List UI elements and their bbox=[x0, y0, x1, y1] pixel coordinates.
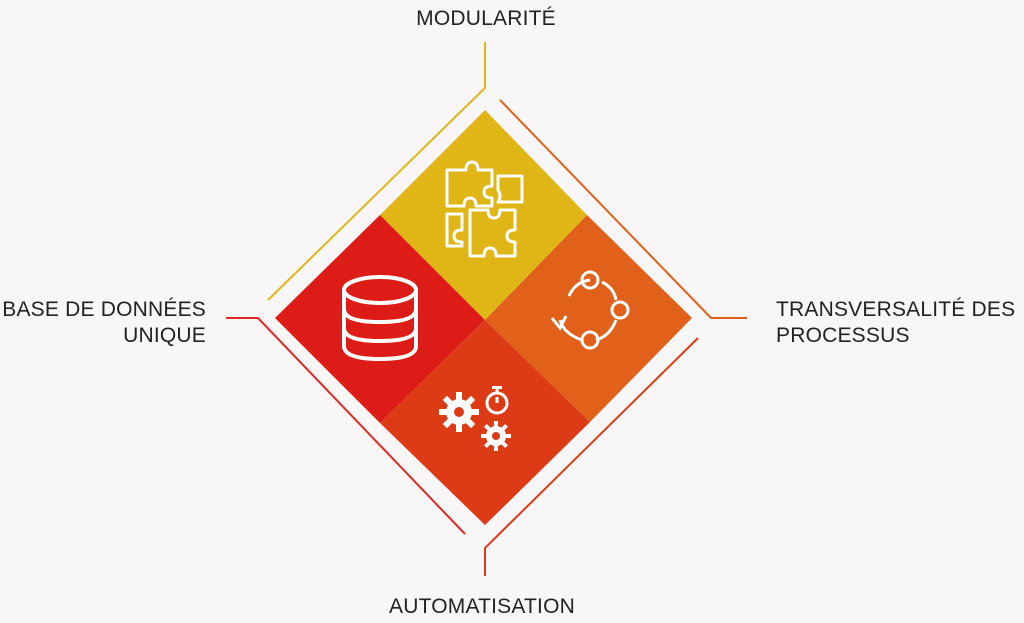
cycle-process-icon bbox=[550, 270, 630, 350]
puzzle-icon bbox=[445, 160, 524, 258]
label-automatisation-text: AUTOMATISATION bbox=[389, 595, 575, 618]
label-transversalite-line2: PROCESSUS bbox=[776, 324, 910, 347]
label-modularite: MODULARITÉ bbox=[386, 6, 586, 32]
label-modularite-text: MODULARITÉ bbox=[416, 7, 556, 30]
bracket-base-de-donnees bbox=[226, 317, 466, 535]
label-automatisation: AUTOMATISATION bbox=[362, 594, 602, 620]
label-transversalite: TRANSVERSALITÉ DES PROCESSUS bbox=[776, 297, 1022, 349]
quadrant-transversalite bbox=[485, 215, 692, 422]
label-base-de-donnees: BASE DE DONNÉES UNIQUE bbox=[0, 297, 206, 349]
label-base-line1: BASE DE DONNÉES bbox=[2, 298, 206, 321]
database-icon bbox=[342, 275, 418, 362]
label-transversalite-line1: TRANSVERSALITÉ DES bbox=[776, 298, 1016, 321]
bracket-modularite bbox=[267, 42, 486, 301]
bracket-transversalite bbox=[499, 99, 747, 319]
gears-stopwatch-icon bbox=[439, 386, 511, 451]
label-base-line2: UNIQUE bbox=[123, 324, 206, 347]
quadrant-automatisation bbox=[380, 320, 590, 525]
bracket-automatisation bbox=[484, 337, 699, 576]
quadrant-base-de-donnees bbox=[275, 215, 485, 423]
quadrant-modularite bbox=[380, 110, 587, 320]
